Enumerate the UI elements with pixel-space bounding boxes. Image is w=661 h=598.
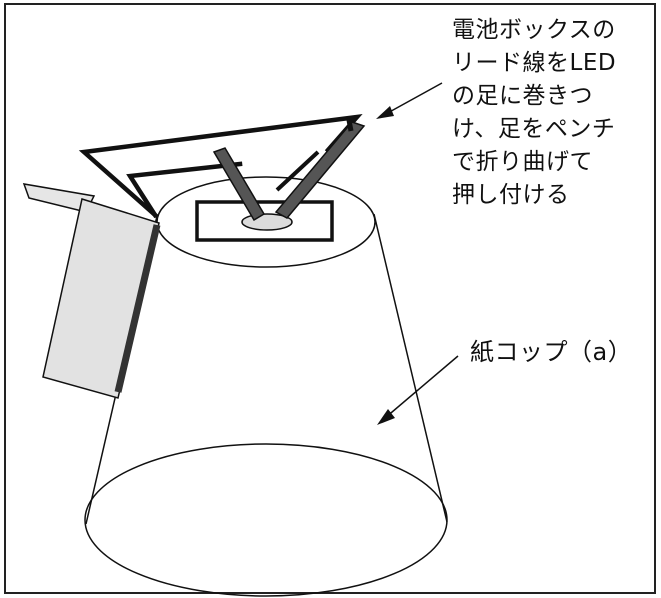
battery-box-body (42, 198, 160, 399)
battery-box (22, 183, 161, 399)
led-leg-left (212, 147, 266, 222)
led-legs (212, 119, 366, 222)
note-arrow-line (383, 82, 443, 116)
cup-arrow-head (377, 409, 395, 425)
annotation-line: で折り曲げて (452, 149, 593, 175)
cup-arrow-line (384, 355, 459, 419)
led-leg-right (274, 121, 366, 219)
battery-box-edge (114, 224, 161, 393)
cup-right-side (373, 213, 448, 523)
paper-cup-label: 紙コップ（a） (470, 338, 633, 366)
annotation-line: け、足をペンチ (452, 116, 616, 142)
annotation-line: リード線をLED (452, 50, 617, 76)
led-leg-inner (275, 150, 320, 192)
annotation-line: の足に巻きつ (452, 83, 593, 109)
diagram-frame (4, 3, 656, 594)
annotation-line: 押し付ける (452, 182, 570, 208)
cup-bottom-rim (84, 443, 448, 597)
pointer-arrows (376, 82, 459, 425)
lead-wire-lower (126, 161, 243, 219)
led-assembly (195, 200, 334, 242)
note-arrow-head (376, 106, 394, 119)
annotation-label-wiring: 電池ボックスの リード線をLED の足に巻きつ け、足をペンチ で折り曲げて 押… (452, 14, 616, 212)
annotation-line: 電池ボックスの (452, 17, 616, 43)
led-leg-right-tip (346, 119, 354, 132)
